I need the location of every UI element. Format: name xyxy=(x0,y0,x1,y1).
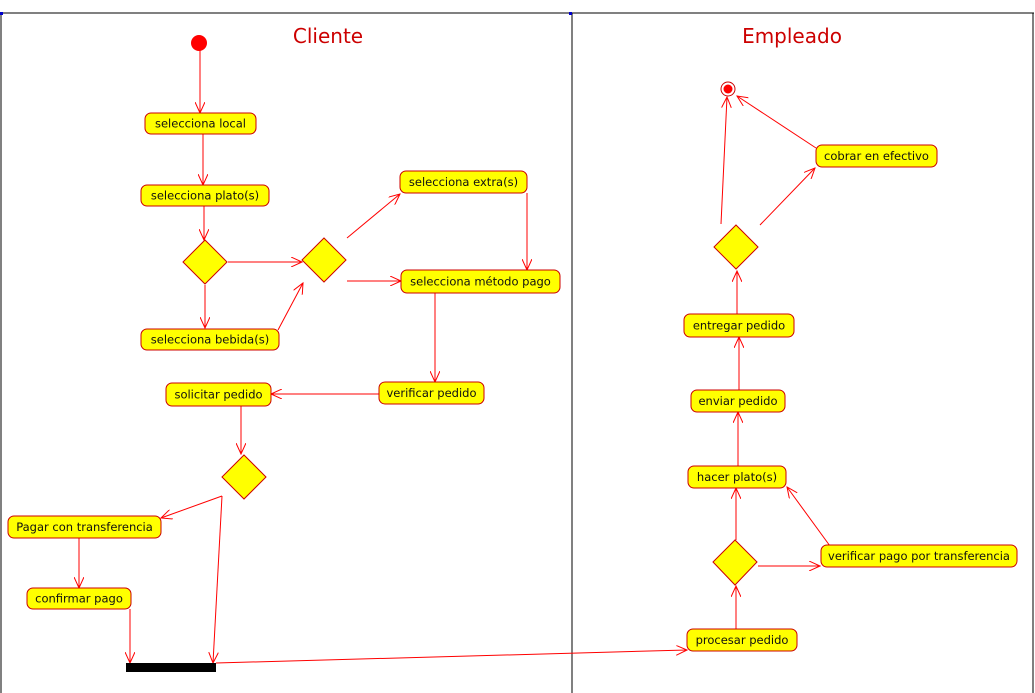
action-label: verificar pago por transferencia xyxy=(828,549,1010,563)
final-node xyxy=(720,81,736,97)
flow-decision3-to-transferencia xyxy=(161,495,223,518)
action-label: selecciona plato(s) xyxy=(151,189,259,203)
lane-corner-handle xyxy=(569,12,572,15)
flow-decision2-to-extra xyxy=(346,194,400,239)
swimlane-frame xyxy=(0,12,1034,693)
action-selecciona-metodo-pago: selecciona método pago xyxy=(400,269,561,294)
decision-node-5 xyxy=(713,224,759,270)
action-label: confirmar pago xyxy=(35,592,123,606)
action-verificar-pago-por-transferencia: verificar pago por transferencia xyxy=(820,544,1018,568)
action-label: verificar pedido xyxy=(386,386,476,400)
decision-node-1 xyxy=(182,239,228,285)
join-bar xyxy=(126,663,216,672)
control-flows xyxy=(79,50,831,664)
action-entregar-pedido: entregar pedido xyxy=(683,313,795,338)
action-label: selecciona local xyxy=(155,117,246,131)
action-label: selecciona bebida(s) xyxy=(151,333,269,347)
flow-decision5-to-cobrar xyxy=(759,168,815,226)
flow-decision5-to-final xyxy=(720,97,727,225)
action-label: selecciona extra(s) xyxy=(409,175,518,189)
lane-title-cliente: Cliente xyxy=(293,24,363,48)
flow-verificar-pago-to-hacer-plato xyxy=(787,487,831,547)
action-label: Pagar con transferencia xyxy=(16,520,153,534)
decision-node-3 xyxy=(221,454,267,500)
flow-cobrar-to-final xyxy=(737,96,817,149)
action-verificar-pedido: verificar pedido xyxy=(378,381,485,405)
action-pagar-con-transferencia: Pagar con transferencia xyxy=(7,515,162,539)
action-selecciona-extra: selecciona extra(s) xyxy=(399,170,528,194)
action-selecciona-local: selecciona local xyxy=(144,112,257,135)
action-confirmar-pago: confirmar pago xyxy=(26,587,132,610)
action-label: enviar pedido xyxy=(698,394,777,408)
action-solicitar-pedido: solicitar pedido xyxy=(165,382,272,407)
action-cobrar-en-efectivo: cobrar en efectivo xyxy=(815,144,938,168)
action-selecciona-plato: selecciona plato(s) xyxy=(140,184,270,207)
action-label: cobrar en efectivo xyxy=(824,149,929,163)
lane-corner-handle xyxy=(0,12,3,15)
action-hacer-plato: hacer plato(s) xyxy=(687,465,787,489)
action-label: procesar pedido xyxy=(696,633,789,647)
action-label: hacer plato(s) xyxy=(697,470,777,484)
action-label: entregar pedido xyxy=(693,319,785,333)
decision-node-2 xyxy=(301,237,347,283)
action-selecciona-bebida: selecciona bebida(s) xyxy=(140,328,280,351)
flow-join-to-procesar xyxy=(215,650,687,664)
decision-node-4 xyxy=(712,539,758,586)
initial-node xyxy=(191,35,207,51)
flow-bebida-to-decision2 xyxy=(277,283,303,331)
action-label: solicitar pedido xyxy=(174,388,262,402)
action-enviar-pedido: enviar pedido xyxy=(690,389,786,413)
action-procesar-pedido: procesar pedido xyxy=(686,628,798,652)
action-label: selecciona método pago xyxy=(410,275,551,289)
flow-decision3-to-join xyxy=(213,495,223,663)
lane-title-empleado: Empleado xyxy=(742,24,842,48)
